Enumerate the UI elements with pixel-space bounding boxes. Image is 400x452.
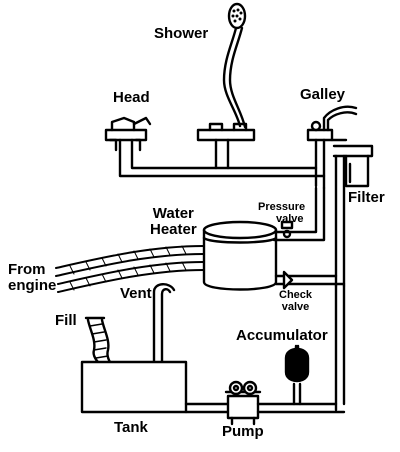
vent-pipe: [152, 283, 176, 364]
accumulator-label: Accumulator: [236, 327, 328, 344]
water-pump: [224, 380, 262, 426]
check-valve-line: [274, 270, 346, 412]
head-faucet: [104, 116, 152, 152]
water-heater-label: Water Heater: [150, 206, 197, 238]
filter-housing: [332, 144, 374, 288]
from-engine-label-line1: From: [8, 261, 46, 278]
check-valve-label-line1: Check: [279, 289, 313, 301]
pump-label: Pump: [222, 423, 264, 440]
head-label: Head: [113, 89, 150, 106]
hot-water-line: [272, 186, 326, 242]
pressure-line: [256, 402, 346, 414]
pump-feed-line: [184, 402, 230, 414]
from-engine-label-line2: engine: [8, 276, 57, 294]
pressure-valve-label-line1: Pressure: [258, 201, 306, 213]
water-tank: [80, 360, 188, 414]
galley-faucet: [306, 105, 358, 190]
engine-hoses: [55, 245, 205, 293]
accumulator-tank: [284, 344, 310, 406]
water-heater-tank: [202, 220, 278, 291]
shower-fixture: [196, 2, 256, 170]
pressure-valve-label-line2: valve: [276, 212, 304, 225]
pressure-valve-label: Pressure valve: [258, 201, 306, 225]
fill-label: Fill: [55, 312, 77, 329]
main-supply-pipe: [118, 138, 326, 178]
galley-label: Galley: [300, 86, 346, 103]
fill-hose: [84, 316, 112, 364]
filter-label: Filter: [348, 189, 385, 206]
from-engine-label: From engine: [8, 262, 56, 294]
shower-label: Shower: [154, 25, 209, 42]
check-valve-label-line2: valve: [281, 300, 310, 313]
water-heater-label-line1: Water: [152, 205, 194, 222]
water-heater-label-line2: Heater: [150, 220, 197, 238]
tank-label: Tank: [114, 419, 148, 436]
check-valve-label: Check valve: [279, 289, 313, 313]
vent-label: Vent: [120, 285, 152, 302]
